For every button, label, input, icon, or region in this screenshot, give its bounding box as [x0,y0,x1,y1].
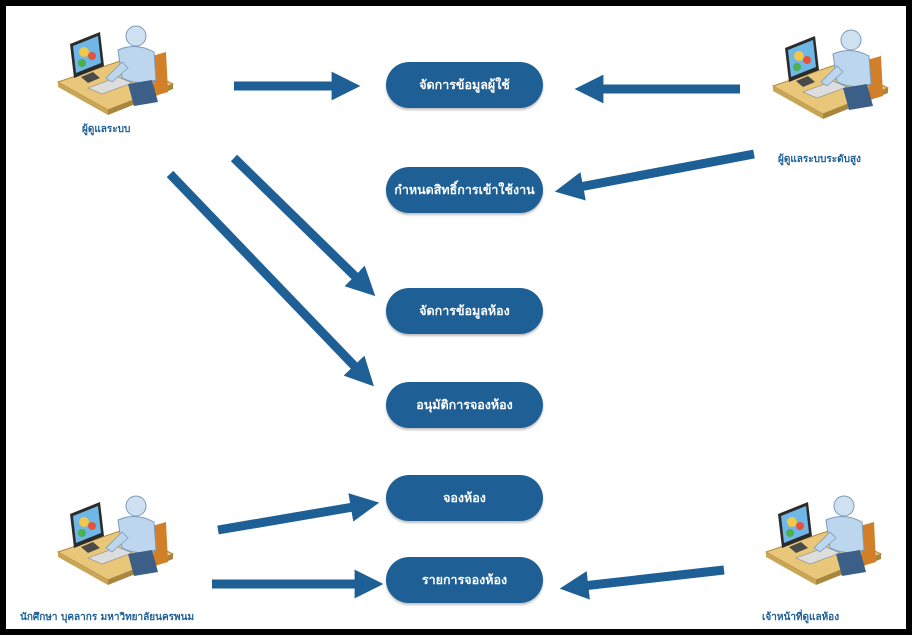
arrow-admin-to-manage-rooms [230,154,376,297]
actor-label-room-officer: เจ้าหน้าที่ดูแลห้อง [762,612,840,623]
super-admin-computer-user-icon [772,29,889,120]
use-case-book-room: จองห้อง [386,475,543,521]
arrow-admin-to-approve [166,170,374,387]
use-case-manage-users: จัดการข้อมูลผู้ใช้ [386,62,543,108]
arrow-student-to-book [217,493,380,535]
actor-label-super-admin: ผู้ดูแลระบบระดับสูง [778,154,861,165]
actor-label-student-staff: นักศึกษา บุคลากร มหาวิทยาลัยนครพนม [20,612,195,623]
use-case-approve-booking: อนุมัติการจองห้อง [386,382,543,428]
admin-computer-user-icon [57,25,174,116]
officer-computer-user-icon [765,495,882,586]
use-case-booking-list: รายการจองห้อง [386,557,543,603]
arrow-superadmin-to-permissions [554,149,755,201]
use-case-manage-rooms: จัดการข้อมูลห้อง [386,288,543,334]
use-case-set-permissions: กำหนดสิทธิ์การเข้าใช้งาน [386,167,543,213]
arrow-officer-to-booking-list [559,565,725,600]
actor-label-admin: ผู้ดูแลระบบ [82,124,131,135]
student-computer-user-icon [57,495,174,586]
